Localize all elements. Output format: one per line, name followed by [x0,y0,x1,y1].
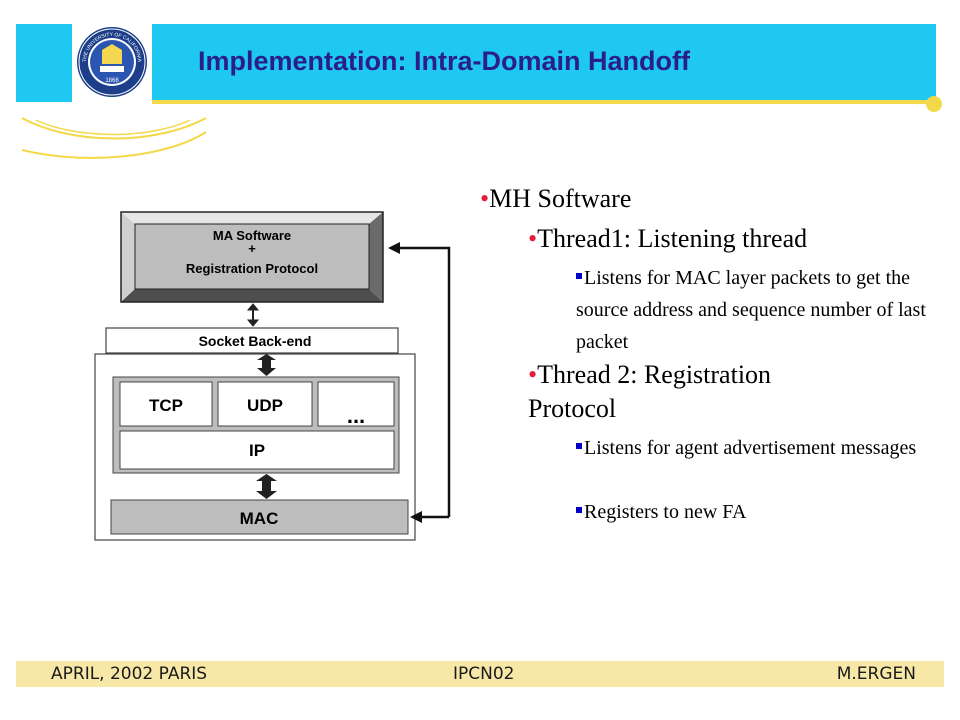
other-protocols-box [317,381,395,427]
header-underline [108,100,936,104]
ma-software-label: MA Software [213,228,291,243]
square-bullet [576,443,582,450]
bullet-mh-software: •MH Software [480,184,632,213]
tcp-label: TCP [149,396,183,415]
footer-center: IPCN02 [453,664,515,684]
feedback-connector [398,246,451,519]
arrow-to-mac [410,511,422,523]
protocol-stack-diagram: MA Software + Registration Protocol Sock… [94,211,451,541]
header-dot [926,96,942,112]
footer-right: M.ERGEN [836,664,916,684]
bullet-dot: • [528,360,538,389]
square-bullet [576,507,582,514]
seal-logo: 1868 THE UNIVERSITY OF CALIFORNIA [77,27,147,97]
bullet-dot: • [528,224,538,253]
mac-label: MAC [240,509,279,528]
decorative-arcs [21,117,207,159]
socket-backend-box [105,327,399,354]
udp-label: UDP [247,396,283,415]
thick-double-arrow-lower [256,474,277,499]
bullet-thread1: •Thread1: Listening thread [528,224,808,253]
plus-label: + [248,241,256,256]
bullet-thread2-detail-2: Registers to new FA [576,496,926,528]
ma-software-box: MA Software + Registration Protocol [120,211,384,303]
ellipsis-label: ... [347,403,365,428]
socket-backend-label: Socket Back-end [199,333,312,349]
arrow-to-ma-software [388,242,400,254]
small-double-arrow [246,303,260,327]
footer-left: APRIL, 2002 PARIS [51,664,208,684]
bullet-thread1-detail: Listens for MAC layer packets to get the… [576,267,926,353]
tcp-box [119,381,213,427]
seal-year: 1868 [105,78,119,84]
udp-box [217,381,313,427]
square-bullet [576,273,582,280]
registration-protocol-label: Registration Protocol [186,261,318,276]
bullet-dot: • [480,184,490,213]
thick-double-arrow-upper [257,354,276,376]
bullet-thread2-detail-1: Listens for agent advertisement messages [576,432,926,464]
mac-box [110,499,409,535]
university-seal: 1868 THE UNIVERSITY OF CALIFORNIA [72,20,152,104]
ip-box [119,430,395,470]
slide-title: Implementation: Intra-Domain Handoff [198,46,690,76]
bullet-thread2: •Thread 2: Registration Protocol [528,360,772,423]
footer-bar: APRIL, 2002 PARIS IPCN02 M.ERGEN [16,661,944,687]
ip-label: IP [249,441,265,460]
header-bar [16,24,936,102]
